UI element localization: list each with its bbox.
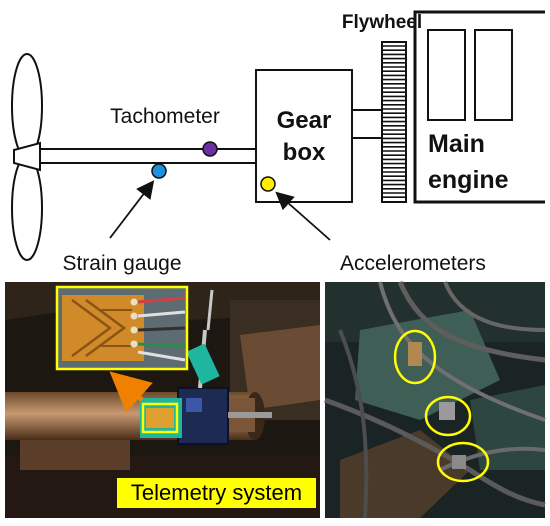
main-engine	[413, 10, 545, 204]
flywheel-label: Flywheel	[342, 12, 422, 33]
accelerometer-photo	[324, 281, 546, 519]
gear-box-label-line2: box	[283, 139, 326, 166]
accelerometers-label: Accelerometers	[340, 252, 486, 275]
tachometer-marker	[202, 141, 218, 157]
main-engine-label-line1: Main	[428, 130, 485, 158]
main-engine-label-line2: engine	[428, 166, 509, 194]
strain-gauge-inset	[55, 285, 189, 371]
strain-gauge-label: Strain gauge	[62, 252, 181, 275]
accelerometer-arrow	[275, 191, 331, 241]
output-shaft	[351, 109, 383, 139]
strain-gauge-marker	[151, 163, 167, 179]
tachometer-label: Tachometer	[110, 105, 220, 128]
propeller-icon	[11, 53, 43, 261]
accelerometer-marker	[260, 176, 276, 192]
strain-gauge-arrow	[109, 180, 155, 239]
flywheel	[381, 41, 407, 203]
telemetry-system-label: Telemetry system	[117, 478, 316, 508]
shaft	[39, 148, 257, 164]
gear-box-label-line1: Gear	[277, 107, 332, 134]
